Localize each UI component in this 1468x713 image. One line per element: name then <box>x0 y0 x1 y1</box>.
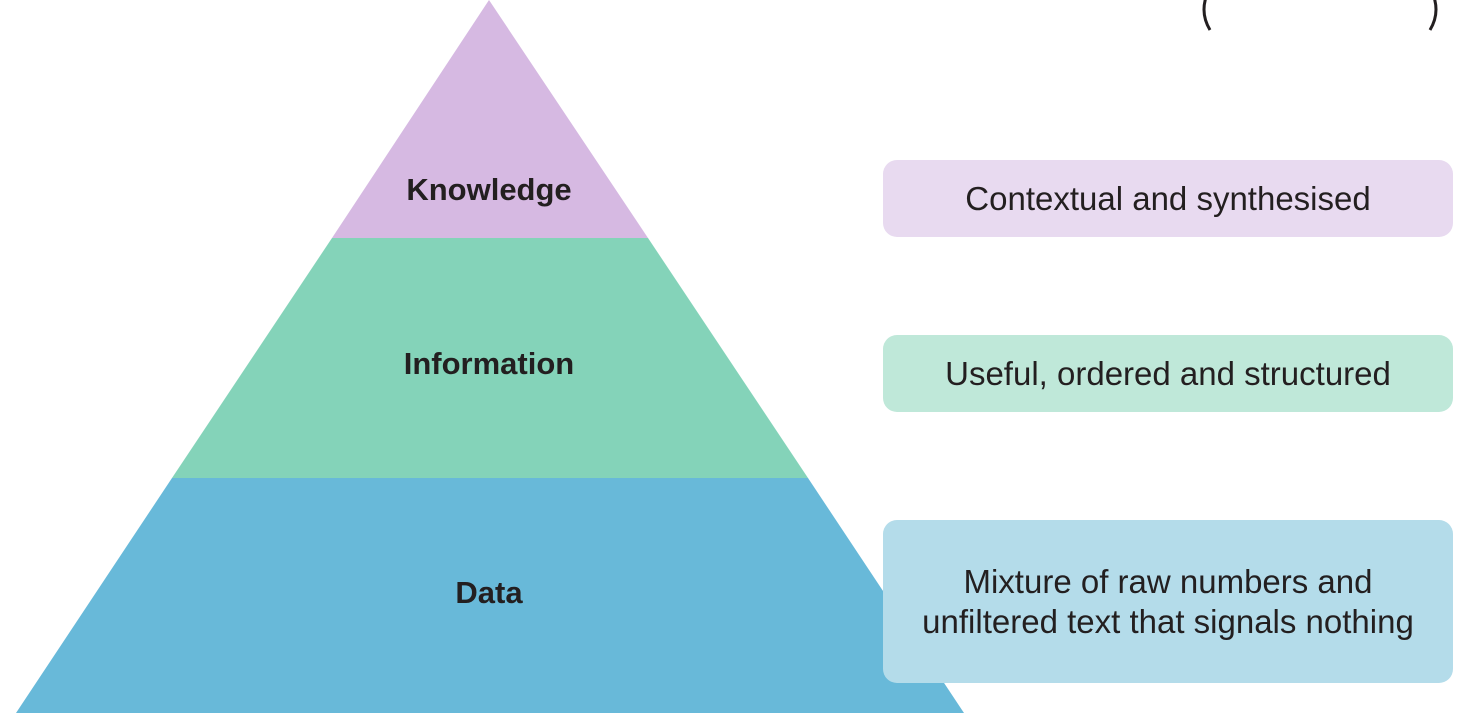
data-description-box: Mixture of raw numbers and unfiltered te… <box>883 520 1453 683</box>
knowledge-description-box: Contextual and synthesised <box>883 160 1453 237</box>
information-tier-label: Information <box>404 346 575 381</box>
knowledge-tier-shape <box>332 0 648 238</box>
cropped-bracket-fragment <box>1202 0 1438 31</box>
data-description-text: Mixture of raw numbers and unfiltered te… <box>922 562 1414 640</box>
information-description-box: Useful, ordered and structured <box>883 335 1453 412</box>
information-description-text: Useful, ordered and structured <box>945 354 1391 392</box>
knowledge-description-text: Contextual and synthesised <box>965 179 1371 217</box>
data-tier-label: Data <box>455 575 523 610</box>
knowledge-tier-label: Knowledge <box>406 172 571 207</box>
information-tier-shape <box>172 238 808 478</box>
data-tier-shape <box>16 478 964 713</box>
